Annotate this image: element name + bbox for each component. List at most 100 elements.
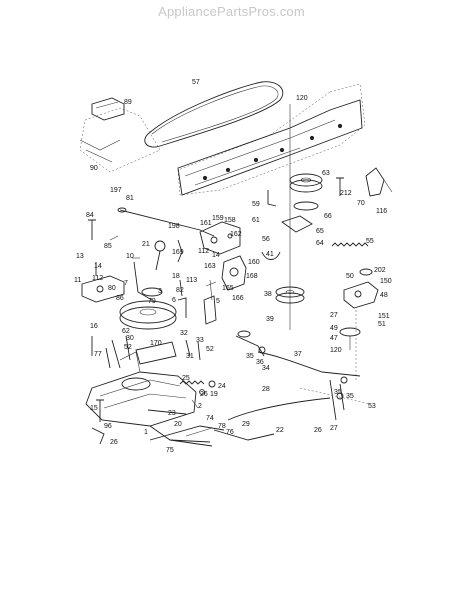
bolt-212 xyxy=(336,177,344,196)
callout-90: 90 xyxy=(90,165,98,172)
callout-112b: 112 xyxy=(92,275,103,282)
callout-158: 158 xyxy=(224,217,236,224)
callout-62: 62 xyxy=(122,328,130,335)
callout-19: 19 xyxy=(210,391,218,398)
bushing-36 xyxy=(237,330,251,338)
callout-26b: 26 xyxy=(314,427,322,434)
drive-belt xyxy=(144,81,284,148)
callout-116: 116 xyxy=(376,208,387,215)
callout-51: 51 xyxy=(378,321,386,328)
callout-50: 50 xyxy=(346,273,354,280)
rod-22 xyxy=(213,429,275,441)
callout-34: 34 xyxy=(262,365,270,372)
callout-53: 53 xyxy=(368,403,376,410)
callout-15: 15 xyxy=(90,405,98,412)
callout-36: 36 xyxy=(256,359,264,366)
callout-75: 75 xyxy=(166,447,174,454)
callout-84: 84 xyxy=(86,212,94,219)
callout-113: 113 xyxy=(186,277,197,284)
callout-52b: 52 xyxy=(206,346,214,353)
callout-29: 29 xyxy=(242,421,250,428)
idler-assembly xyxy=(221,255,247,291)
rod-76 xyxy=(169,439,213,447)
callout-96: 96 xyxy=(104,423,112,430)
callout-169: 169 xyxy=(172,249,184,256)
callout-1: 1 xyxy=(144,429,148,436)
callout-168: 168 xyxy=(246,273,258,280)
callout-38: 38 xyxy=(264,291,272,298)
callout-81: 81 xyxy=(126,195,134,202)
shift-lever xyxy=(133,261,153,301)
callout-160: 160 xyxy=(248,259,260,266)
callout-18: 18 xyxy=(172,273,180,280)
callout-77: 77 xyxy=(94,351,102,358)
callout-165: 165 xyxy=(222,285,234,292)
callout-labels: 57 89 120 90 63 212 70 116 197 81 59 61 … xyxy=(74,79,392,454)
callout-47: 47 xyxy=(330,335,338,342)
callout-14b: 14 xyxy=(94,263,102,270)
bolt-15 xyxy=(96,399,104,422)
control-knob xyxy=(154,240,166,252)
callout-2: 2 xyxy=(198,403,202,410)
upper-pulley xyxy=(289,179,323,193)
callout-112: 112 xyxy=(198,248,209,255)
callout-41: 41 xyxy=(266,251,274,258)
brake-rod-lower xyxy=(227,397,331,421)
callout-64: 64 xyxy=(316,240,324,247)
callout-79: 79 xyxy=(148,298,156,305)
callout-166: 166 xyxy=(232,295,244,302)
callout-10: 10 xyxy=(126,253,134,260)
callout-26c: 26 xyxy=(110,439,118,446)
callout-170: 170 xyxy=(150,340,162,347)
bracket-59 xyxy=(267,190,277,207)
lower-pulley xyxy=(275,292,305,304)
callout-161: 161 xyxy=(200,220,212,227)
bolt-84 xyxy=(88,219,96,240)
bushing-49 xyxy=(339,327,361,337)
bolt-82 xyxy=(179,279,183,297)
clip-96 xyxy=(91,427,105,445)
frame-holes xyxy=(202,123,343,181)
callout-35: 35 xyxy=(246,353,254,360)
callout-39: 39 xyxy=(266,316,274,323)
callout-159: 159 xyxy=(212,215,224,222)
brake-rod xyxy=(119,209,215,237)
callout-74: 74 xyxy=(206,415,214,422)
callout-13: 13 xyxy=(76,253,84,260)
callout-27b: 27 xyxy=(330,425,338,432)
callout-85: 85 xyxy=(104,243,112,250)
callout-56: 56 xyxy=(262,236,270,243)
bolt-33 xyxy=(197,341,201,361)
callout-63: 63 xyxy=(322,170,330,177)
callout-202: 202 xyxy=(374,267,386,274)
callout-33: 33 xyxy=(196,337,204,344)
belt-guide-bracket xyxy=(365,167,385,197)
washer-19 xyxy=(208,380,216,388)
callout-212: 212 xyxy=(340,190,352,197)
callout-49: 49 xyxy=(330,325,338,332)
callout-48: 48 xyxy=(380,292,388,299)
crank-arms xyxy=(329,379,345,421)
callout-27: 27 xyxy=(330,312,338,319)
callout-30: 30 xyxy=(126,335,134,342)
callout-31: 31 xyxy=(186,353,194,360)
callout-57: 57 xyxy=(192,79,200,86)
callout-150: 150 xyxy=(380,278,392,285)
bracket-5 xyxy=(203,295,217,325)
callout-162: 162 xyxy=(230,231,242,238)
callout-11: 11 xyxy=(74,277,81,284)
shift-lever-bracket xyxy=(199,221,241,255)
axle xyxy=(149,425,211,443)
callout-65: 65 xyxy=(316,228,324,235)
callout-21: 21 xyxy=(142,241,150,248)
seat-bracket xyxy=(91,97,125,121)
callout-14: 14 xyxy=(212,252,220,259)
callout-120b: 120 xyxy=(330,347,342,354)
callout-7: 7 xyxy=(124,280,128,287)
transaxle-mount xyxy=(135,341,177,365)
callout-82: 82 xyxy=(176,287,184,294)
rod-75 xyxy=(149,425,225,441)
watermark-text: AppliancePartsPros.com xyxy=(158,4,305,19)
idler-arm xyxy=(261,251,281,260)
